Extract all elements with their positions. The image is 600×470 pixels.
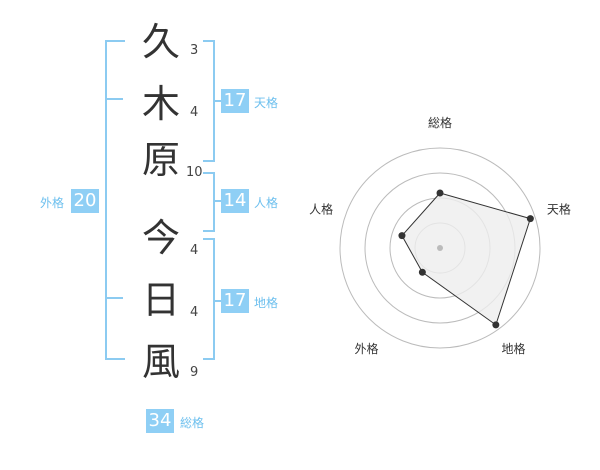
- radar-points: [398, 189, 534, 329]
- radar-polygon: [401, 192, 531, 326]
- jinkaku-bracket: [203, 172, 215, 232]
- tenkaku-value: 17: [221, 89, 249, 113]
- radar-point-4: [418, 268, 426, 276]
- name-char-4: 今: [141, 216, 180, 260]
- gaikaku-value: 20: [71, 189, 99, 213]
- radar-axis-label-2: 天格: [547, 201, 571, 216]
- chikaku-bracket: [203, 238, 215, 360]
- radar-point-2: [526, 215, 534, 223]
- radar-ring: [339, 147, 541, 349]
- soukaku-value: 34: [146, 409, 174, 433]
- soukaku-label: 総格: [180, 416, 205, 430]
- radar-point-1: [436, 189, 444, 197]
- tenkaku-label: 天格: [254, 96, 279, 110]
- name-char-1: 久: [141, 20, 180, 64]
- stroke-count-3: 10: [186, 165, 203, 180]
- stroke-count-4: 4: [190, 243, 199, 258]
- bracket-tick: [213, 300, 221, 302]
- bracket-tick: [213, 100, 221, 102]
- name-char-2: 木: [141, 82, 180, 126]
- radar-axis-label-5: 人格: [309, 201, 333, 216]
- radar-point-3: [492, 321, 500, 329]
- gaikaku-label: 外格: [40, 196, 65, 210]
- jinkaku-label: 人格: [254, 196, 279, 210]
- jinkaku-value: 14: [221, 189, 249, 213]
- radar-point-5: [398, 232, 406, 240]
- bracket-tick: [105, 98, 123, 100]
- radar-axis-label-1: 総格: [428, 115, 452, 130]
- chikaku-label: 地格: [254, 296, 279, 310]
- name-char-5: 日: [141, 278, 180, 322]
- stroke-count-1: 3: [190, 43, 199, 58]
- name-char-6: 風: [141, 340, 180, 384]
- radar-axis-label-4: 外格: [355, 341, 379, 356]
- name-char-3: 原: [141, 138, 180, 182]
- radar-center: [437, 245, 443, 251]
- stroke-count-5: 4: [190, 305, 199, 320]
- bracket-tick: [213, 200, 221, 202]
- gaikaku-bracket: [105, 40, 125, 360]
- stroke-count-2: 4: [190, 105, 199, 120]
- bracket-tick: [105, 297, 123, 299]
- radar-axis-label-3: 地格: [501, 341, 525, 356]
- stroke-count-6: 9: [190, 365, 199, 380]
- chikaku-value: 17: [221, 289, 249, 313]
